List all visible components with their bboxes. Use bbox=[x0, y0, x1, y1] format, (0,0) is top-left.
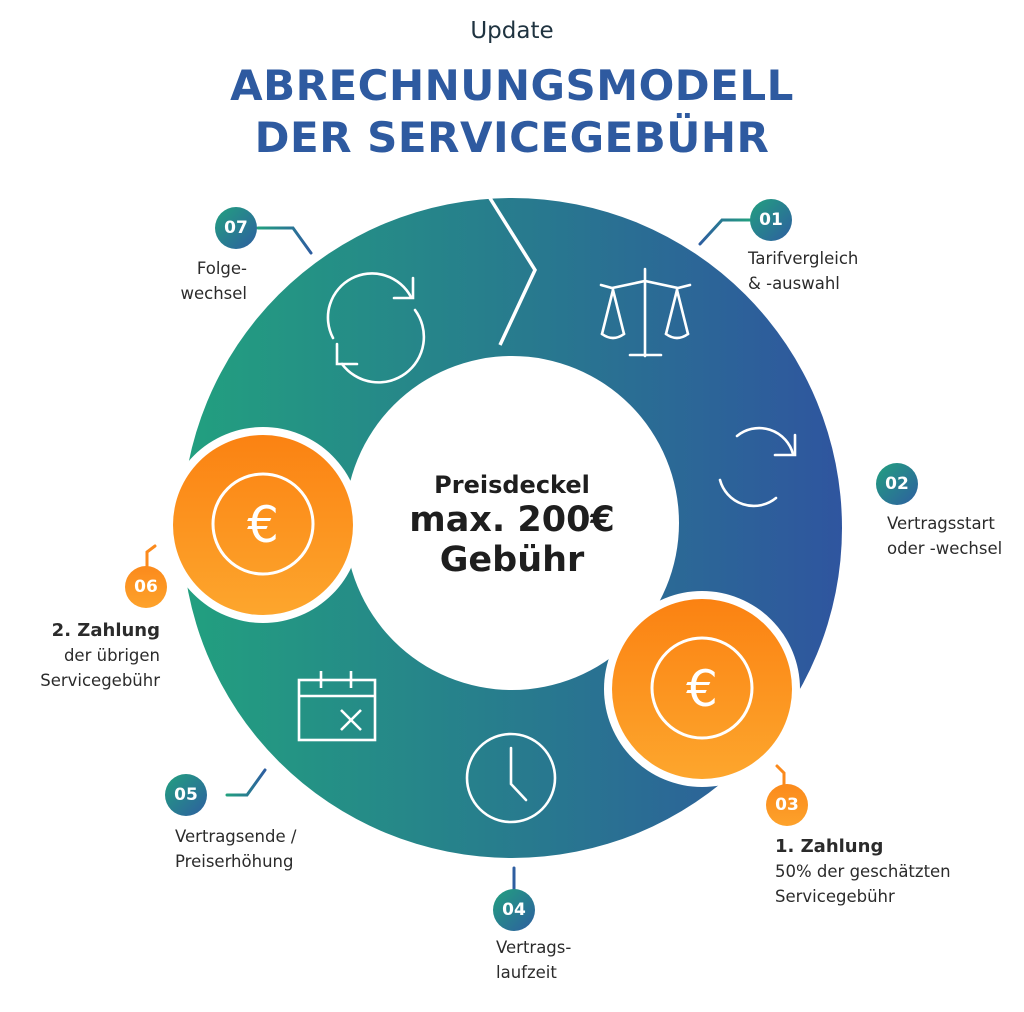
step-02-line-1: Vertragsstart bbox=[887, 514, 995, 533]
center-line-1: Preisdeckel bbox=[434, 471, 590, 499]
step-01-line-2: & -auswahl bbox=[748, 274, 840, 293]
step-label-07: Folge- wechsel bbox=[130, 256, 247, 306]
step-badge-07: 07 bbox=[215, 207, 257, 249]
clock-icon bbox=[465, 732, 557, 824]
refresh-icon-step-07 bbox=[326, 272, 426, 384]
chevron-divider bbox=[486, 194, 537, 346]
step-badge-03: 03 bbox=[766, 784, 808, 826]
calendar-cancel-icon bbox=[297, 671, 377, 742]
subtitle: Update bbox=[470, 18, 554, 44]
refresh-icon-step-02 bbox=[718, 426, 797, 508]
step-05-line-2: Preiserhöhung bbox=[175, 852, 294, 871]
step-07-line-2: wechsel bbox=[180, 284, 247, 303]
euro-badge-step-06: € bbox=[165, 427, 361, 623]
step-03-line-1: 50% der geschätzten bbox=[775, 862, 951, 881]
step-03-line-2: Servicegebühr bbox=[775, 887, 895, 906]
step-02-line-2: oder -wechsel bbox=[887, 539, 1003, 558]
step-label-01: Tarifvergleich & -auswahl bbox=[748, 246, 858, 296]
step-07-line-1: Folge- bbox=[196, 259, 247, 278]
title-line-1: ABRECHNUNGSMODELL bbox=[230, 61, 794, 110]
euro-badge-step-03: € bbox=[604, 591, 800, 787]
step-badge-06: 06 bbox=[125, 566, 167, 608]
step-badge-02: 02 bbox=[876, 463, 918, 505]
center-price-cap: Preisdeckel max. 200€ Gebühr bbox=[362, 470, 662, 580]
step-04-line-2: laufzeit bbox=[496, 963, 557, 982]
step-badge-05: 05 bbox=[165, 774, 207, 816]
step-06-line-1: der übrigen bbox=[63, 646, 160, 665]
step-label-03: 1. Zahlung 50% der geschätzten Servicege… bbox=[775, 834, 951, 909]
step-label-06: 2. Zahlung der übrigen Servicegebühr bbox=[0, 618, 160, 693]
connector-lines bbox=[145, 218, 878, 892]
title-line-2: DER SERVICEGEBÜHR bbox=[254, 113, 770, 162]
step-badge-01: 01 bbox=[750, 199, 792, 241]
scales-icon bbox=[599, 267, 692, 358]
step-label-05: Vertragsende / Preiserhöhung bbox=[175, 824, 296, 874]
step-05-line-1: Vertragsende / bbox=[175, 827, 297, 846]
center-line-2: max. 200€ bbox=[409, 500, 615, 540]
step-badge-04: 04 bbox=[493, 889, 535, 931]
page-title: ABRECHNUNGSMODELL DER SERVICEGEBÜHR bbox=[0, 60, 1024, 164]
step-01-line-1: Tarifvergleich bbox=[748, 249, 859, 268]
step-06-line-2: Servicegebühr bbox=[40, 671, 160, 690]
step-03-title: 1. Zahlung bbox=[775, 836, 884, 857]
step-label-02: Vertragsstart oder -wechsel bbox=[887, 511, 1002, 561]
step-label-04: Vertrags- laufzeit bbox=[496, 935, 571, 985]
euro-icon: € bbox=[247, 496, 279, 554]
step-04-line-1: Vertrags- bbox=[496, 938, 572, 957]
euro-icon: € bbox=[686, 660, 718, 718]
center-line-3: Gebühr bbox=[439, 540, 585, 580]
step-06-title: 2. Zahlung bbox=[51, 620, 160, 641]
